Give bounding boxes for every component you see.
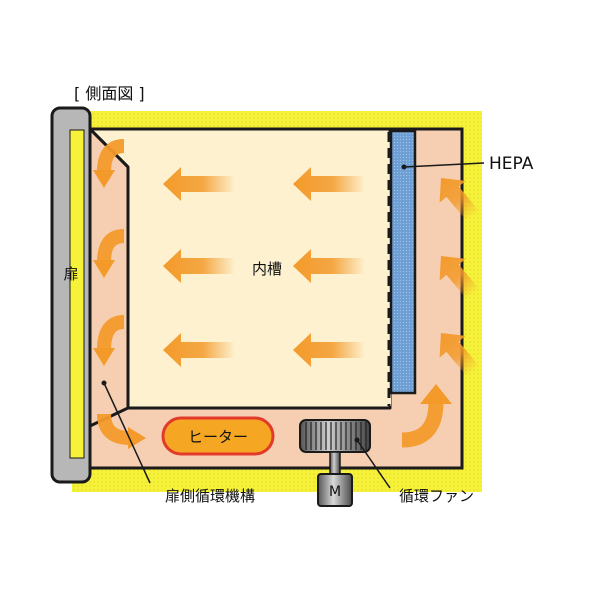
airflow-arrow <box>293 167 365 201</box>
airflow-arrow <box>163 333 235 367</box>
motor-label: M <box>329 484 341 500</box>
door-seal <box>69 129 85 459</box>
door-circulation-leader-line <box>103 382 151 484</box>
door-label: 扉 <box>63 265 78 283</box>
airflow-arrows-chamber <box>163 167 365 367</box>
airflow-arrow <box>293 333 365 367</box>
circulation-fan: M <box>299 419 371 507</box>
hepa-label: HEPA <box>489 154 534 174</box>
hepa-leader-line <box>403 162 485 168</box>
airflow-arrows-right-duct <box>401 178 480 448</box>
airflow-arrow <box>163 167 235 201</box>
airflow-arrow <box>293 249 365 283</box>
heater: ヒーター <box>161 416 275 456</box>
door-circulation-label: 扉側循環機構 <box>165 487 255 505</box>
airflow-arrow <box>163 249 235 283</box>
heater-label: ヒーター <box>188 428 248 446</box>
diagram-title: [ 側面図 ] <box>74 84 145 103</box>
hepa-filter <box>389 129 417 395</box>
circulation-fan-label: 循環ファン <box>399 487 474 505</box>
fan-leader-line <box>356 439 391 489</box>
fan-motor <box>317 473 353 507</box>
inner-chamber-label: 内槽 <box>252 260 282 278</box>
airflow-arrows-door-duct <box>93 139 146 449</box>
